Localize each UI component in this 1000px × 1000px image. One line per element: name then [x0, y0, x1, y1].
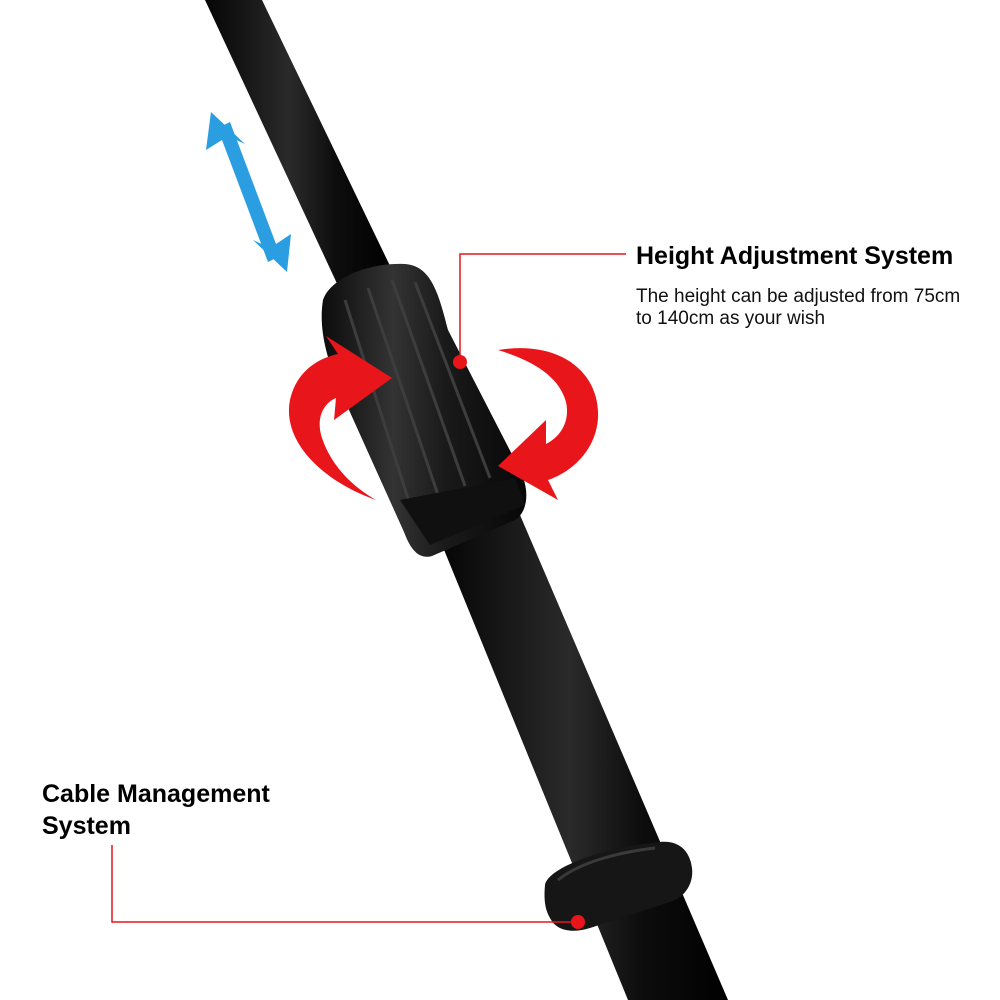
leader-line-height — [459, 253, 626, 362]
double-arrow-icon — [206, 112, 291, 272]
marker-dot-height — [453, 355, 467, 369]
curved-arrow-icon — [498, 348, 599, 500]
marker-dot-cable — [571, 915, 585, 929]
twist-lock-knob — [321, 263, 527, 557]
curved-arrow-icon — [288, 336, 392, 500]
leader-line-cable — [111, 845, 578, 923]
height-adjustment-description: The height can be adjusted from 75cm to … — [636, 286, 961, 329]
cable-clip — [544, 841, 693, 931]
cable-management-title: Cable Management System — [42, 780, 270, 840]
height-adjustment-title: Height Adjustment System — [636, 242, 954, 270]
upper-pole — [205, 0, 392, 290]
